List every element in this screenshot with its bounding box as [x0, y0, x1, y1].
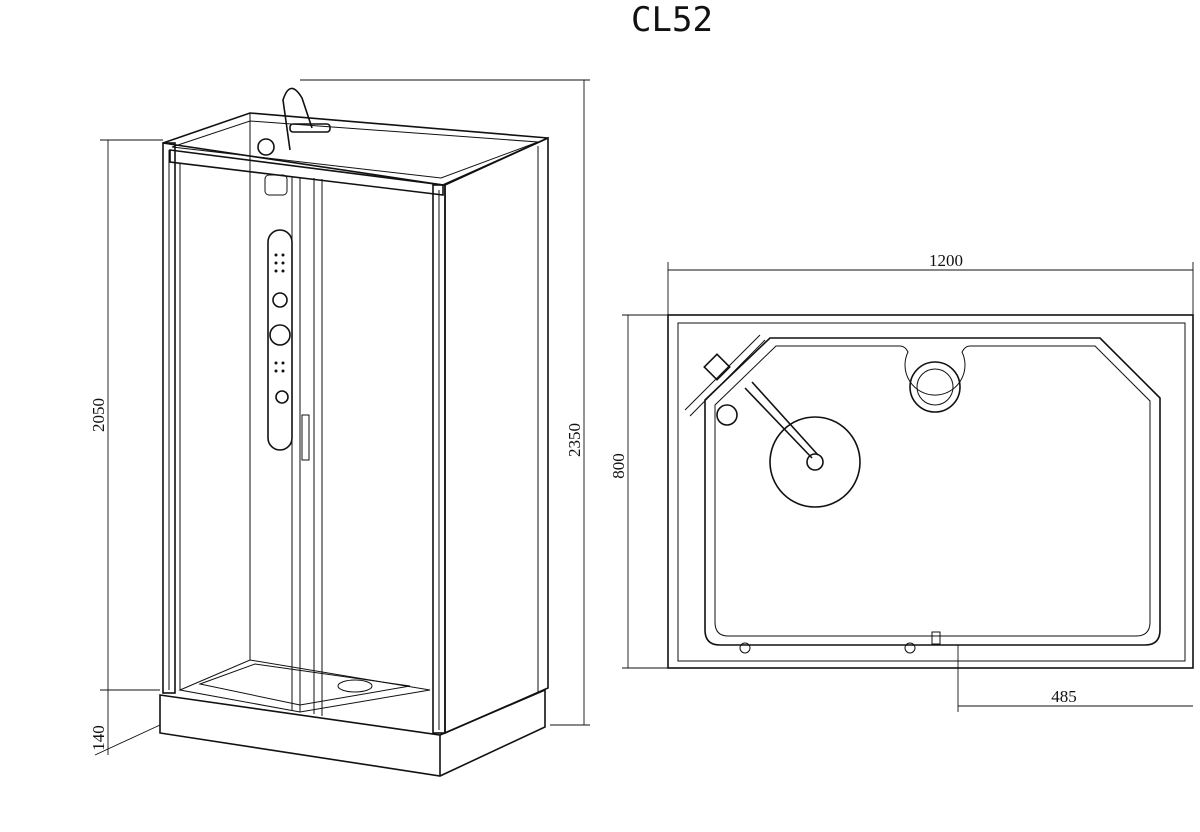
drain-icon	[909, 361, 961, 413]
shower-column	[257, 87, 331, 451]
drawing-title: CL52	[631, 0, 713, 40]
top-view: 1200 800 485	[609, 251, 1194, 712]
outer-frame	[667, 314, 1194, 669]
shower-tray	[178, 659, 431, 713]
dim-cabin-height: 2050	[89, 398, 108, 432]
left-post	[162, 142, 176, 694]
drain	[337, 679, 373, 693]
side-panel	[444, 136, 549, 735]
mixer-knob-icon	[269, 324, 291, 346]
dim-base-height: 140	[89, 725, 108, 751]
dim-width: 1200	[929, 251, 963, 270]
tray-outline	[704, 337, 1161, 646]
dim-total-height: 2350	[565, 423, 584, 457]
valve-icon	[703, 353, 731, 381]
shower-panel	[267, 229, 293, 451]
dim-depth: 800	[609, 453, 628, 479]
dim-drain-offset: 485	[1051, 687, 1077, 706]
hand-shower-top	[716, 404, 738, 426]
dimension-lines-left	[94, 79, 590, 756]
rain-shower-head-icon	[289, 123, 331, 133]
door-handle	[301, 414, 310, 461]
cabin-perspective-view: 2050 2350 140	[89, 79, 590, 777]
rain-shower-head-top	[769, 416, 861, 508]
front-top-bar	[169, 149, 444, 196]
hand-shower-icon	[257, 138, 275, 156]
